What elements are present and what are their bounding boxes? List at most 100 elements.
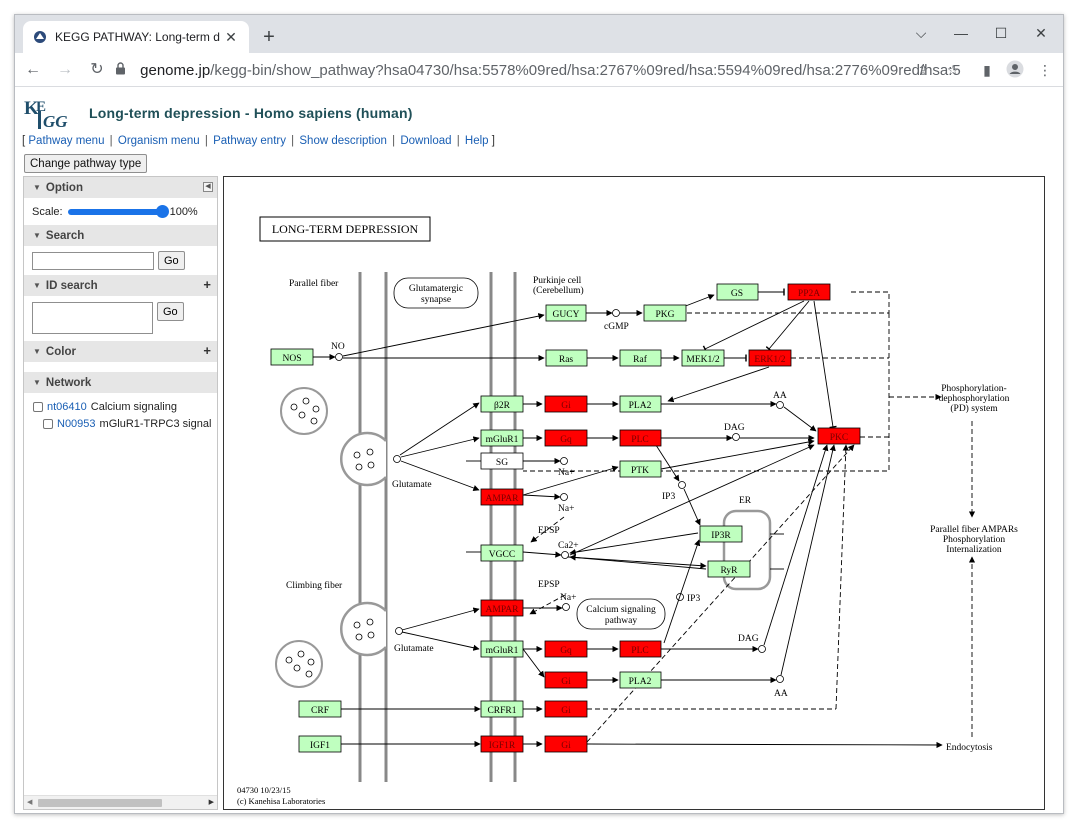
- option-panel-header[interactable]: ▼ Option ◀: [24, 177, 217, 198]
- network-checkbox[interactable]: [33, 401, 43, 412]
- network-checkbox[interactable]: [43, 418, 53, 429]
- gene-node-plc-bottom[interactable]: PLC: [619, 640, 662, 658]
- gene-node-mglur1-top[interactable]: mGluR1: [480, 429, 524, 447]
- gene-node-gq-top[interactable]: Gq: [544, 429, 588, 447]
- new-tab-button[interactable]: +: [263, 26, 275, 48]
- gene-node-nos[interactable]: NOS: [270, 348, 314, 366]
- network-id-link[interactable]: N00953: [57, 417, 96, 430]
- gene-node-pla2-bottom[interactable]: PLA2: [619, 671, 662, 689]
- gene-node-igf1[interactable]: IGF1: [298, 735, 342, 753]
- gene-node-ampar-top[interactable]: AMPAR: [480, 488, 524, 506]
- collapse-sidebar-icon[interactable]: ◀: [203, 182, 213, 192]
- network-item[interactable]: N00953 mGluR1-TRPC3 signal: [33, 415, 217, 432]
- scale-slider[interactable]: [67, 204, 169, 218]
- gene-node-ptk[interactable]: PTK: [619, 460, 662, 478]
- network-item[interactable]: nt06410 Calcium signaling: [33, 398, 217, 415]
- gene-node-ip3r[interactable]: IP3R: [699, 525, 743, 543]
- svg-text:PKC: PKC: [830, 433, 848, 443]
- back-arrow-icon[interactable]: ←: [25, 60, 41, 78]
- nav-help[interactable]: Help: [464, 135, 489, 147]
- tab-search-icon[interactable]: ⌵: [915, 25, 927, 41]
- gene-node-crf[interactable]: CRF: [298, 700, 342, 718]
- profile-avatar-icon[interactable]: [1005, 60, 1025, 80]
- color-panel-header[interactable]: ▼ Color +: [24, 341, 217, 362]
- gene-node-ampar-bottom[interactable]: AMPAR: [480, 599, 524, 617]
- scroll-left-arrow-icon[interactable]: ◀: [27, 799, 33, 806]
- change-pathway-type-button[interactable]: Change pathway type: [24, 154, 148, 173]
- er-label: ER: [739, 496, 752, 506]
- scale-slider-knob[interactable]: [155, 204, 169, 218]
- close-tab-icon[interactable]: ✕: [225, 28, 237, 45]
- aa-compound-top[interactable]: [776, 401, 784, 409]
- gene-node-pp2a[interactable]: PP2A: [787, 283, 831, 301]
- gene-node-gi-top[interactable]: Gi: [544, 395, 588, 413]
- na-compound-1[interactable]: [560, 457, 568, 465]
- network-id-link[interactable]: nt06410: [47, 400, 87, 413]
- id-search-panel-header[interactable]: ▼ ID search +: [24, 275, 217, 296]
- gene-node-ryr[interactable]: RyR: [707, 560, 751, 578]
- expand-plus-icon[interactable]: +: [203, 277, 211, 292]
- gene-node-raf[interactable]: Raf: [619, 349, 662, 367]
- calcium-signaling-pathway-box[interactable]: [576, 598, 666, 630]
- glutamate-compound-bottom[interactable]: [395, 627, 403, 635]
- pathway-diagram[interactable]: LONG-TERM DEPRESSION Parallel fiber Clim…: [223, 176, 1045, 810]
- ca-compound[interactable]: [561, 551, 569, 559]
- gene-node-gi-bottom[interactable]: Gi: [544, 671, 588, 689]
- address-bar[interactable]: genome.jp/kegg-bin/show_pathway?hsa04730…: [115, 57, 961, 83]
- bookmark-star-icon[interactable]: ☆: [946, 62, 960, 78]
- id-search-go-button[interactable]: Go: [157, 302, 184, 321]
- ip3-compound-top[interactable]: [678, 481, 686, 489]
- search-go-button[interactable]: Go: [158, 251, 185, 270]
- no-compound[interactable]: [335, 353, 343, 361]
- minimize-button[interactable]: —: [954, 25, 968, 41]
- gene-node-sg[interactable]: SG: [480, 452, 524, 470]
- network-panel-header[interactable]: ▼ Network: [24, 372, 217, 393]
- share-icon[interactable]: ⇪: [917, 62, 929, 78]
- scrollbar-thumb[interactable]: [38, 799, 162, 807]
- dag-compound-top[interactable]: [732, 433, 740, 441]
- nav-organism-menu[interactable]: Organism menu: [117, 135, 200, 147]
- gene-node-plc-top[interactable]: PLC: [619, 429, 662, 447]
- gene-node-crfr1[interactable]: CRFR1: [480, 700, 524, 718]
- glutamate-compound-top[interactable]: [393, 455, 401, 463]
- menu-kebab-icon[interactable]: ⋮: [1038, 62, 1052, 78]
- cgmp-compound[interactable]: [612, 309, 620, 317]
- kegg-logo[interactable]: K E GG: [24, 96, 78, 132]
- gene-node-gs[interactable]: GS: [716, 283, 759, 301]
- id-search-textarea[interactable]: [32, 302, 153, 334]
- na-compound-3[interactable]: [562, 603, 570, 611]
- reload-icon[interactable]: ↻: [90, 60, 104, 78]
- gene-node-ras[interactable]: Ras: [545, 349, 588, 367]
- gene-node-pla2-top[interactable]: PLA2: [619, 395, 662, 413]
- na-compound-2[interactable]: [560, 493, 568, 501]
- gene-node-mglur1-bottom[interactable]: mGluR1: [480, 640, 524, 658]
- close-window-button[interactable]: ✕: [1035, 25, 1047, 41]
- nav-show-description[interactable]: Show description: [299, 135, 387, 147]
- nav-download[interactable]: Download: [400, 135, 452, 147]
- gene-node-erk[interactable]: ERK1/2: [748, 349, 792, 367]
- nav-pathway-entry[interactable]: Pathway entry: [213, 135, 286, 147]
- sidebar-horizontal-scrollbar[interactable]: ◀ ▶: [24, 795, 217, 809]
- search-input[interactable]: [32, 251, 154, 270]
- gene-node-pkg[interactable]: PKG: [643, 304, 687, 322]
- gene-node-vgcc[interactable]: VGCC: [480, 544, 524, 562]
- gene-node-gucy[interactable]: GUCY: [545, 304, 587, 322]
- dag-compound-bottom[interactable]: [758, 645, 766, 653]
- gene-node-mek[interactable]: MEK1/2: [681, 349, 725, 367]
- nav-pathway-menu[interactable]: Pathway menu: [28, 135, 105, 147]
- gene-node-gi-igf[interactable]: Gi: [544, 735, 588, 753]
- gene-node-gq-bottom[interactable]: Gq: [544, 640, 588, 658]
- scroll-right-arrow-icon[interactable]: ▶: [208, 799, 214, 806]
- gene-node-pkc[interactable]: PKC: [817, 427, 861, 445]
- maximize-button[interactable]: ☐: [994, 25, 1008, 41]
- gene-node-b2r[interactable]: β2R: [480, 395, 524, 413]
- gene-node-igf1r[interactable]: IGF1R: [480, 735, 524, 753]
- aa-compound-bottom[interactable]: [776, 675, 784, 683]
- gene-node-gi-crf[interactable]: Gi: [544, 700, 588, 718]
- side-panel-icon[interactable]: ▮: [983, 62, 991, 78]
- forward-arrow-icon[interactable]: →: [57, 60, 73, 78]
- browser-tab[interactable]: KEGG PATHWAY: Long-term d ✕: [23, 21, 249, 53]
- glutamatergic-synapse-box[interactable]: [393, 277, 479, 309]
- search-panel-header[interactable]: ▼ Search: [24, 225, 217, 246]
- expand-plus-icon[interactable]: +: [203, 343, 211, 358]
